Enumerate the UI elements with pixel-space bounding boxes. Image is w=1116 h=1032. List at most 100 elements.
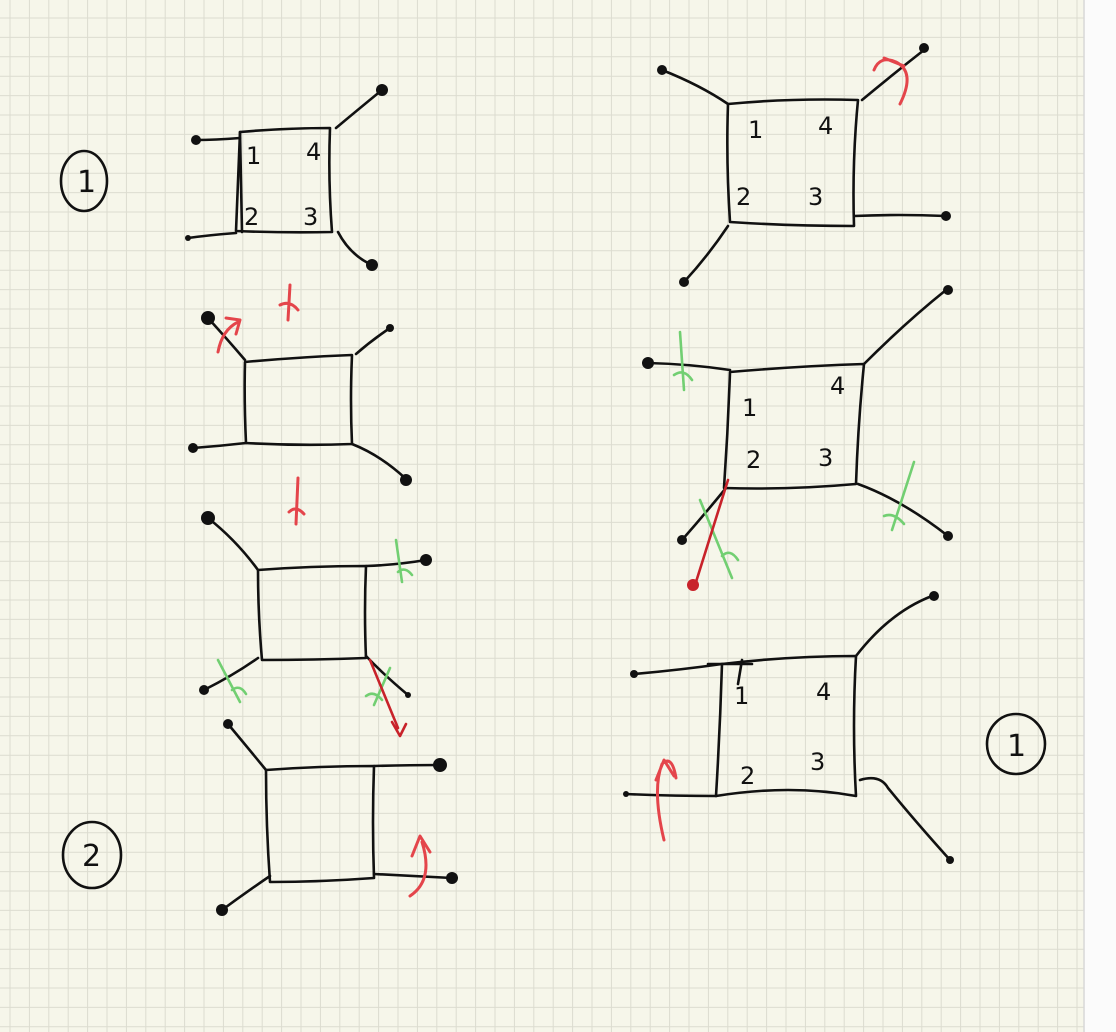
- page-edge-strip: [1084, 0, 1116, 1032]
- leg-top-right: [860, 48, 926, 102]
- corner-label-1: 1: [742, 394, 757, 422]
- corner-label-2: 2: [746, 446, 761, 474]
- leg-bottom-left: [624, 792, 718, 798]
- green-arrow: [394, 538, 414, 584]
- green-arrow: [882, 460, 916, 532]
- left-diagram-2: [188, 311, 412, 486]
- left-diagram-1: 1 4 2 3: [185, 84, 388, 271]
- leg-end-dot: [386, 324, 394, 332]
- marker-number: 1: [77, 165, 96, 200]
- corner-label-3: 3: [810, 748, 825, 776]
- marker-circle: [59, 149, 109, 213]
- green-arrow: [216, 658, 248, 704]
- right-diagram-3: 1 4 2 3: [623, 591, 954, 864]
- corner-label-1: 1: [748, 116, 763, 144]
- leg-end-dot: [446, 872, 458, 884]
- corner-label-3: 3: [303, 203, 318, 231]
- arrow-head-dot: [687, 579, 699, 591]
- corner-label-2: 2: [244, 203, 259, 231]
- leg-bottom-right: [350, 442, 407, 480]
- leg-end-dot: [188, 443, 198, 453]
- leg-end-dot: [679, 277, 689, 287]
- line-stub: [238, 130, 244, 234]
- leg-end-dot: [216, 904, 228, 916]
- red-rotation-arrow: [408, 834, 432, 898]
- corner-label-4: 4: [830, 372, 845, 400]
- right-diagram-1: 1 4 2 3: [657, 43, 951, 287]
- box-outline: [722, 362, 866, 490]
- leg-end-dot: [943, 531, 953, 541]
- corner-label-2: 2: [736, 183, 751, 211]
- box-outline: [234, 126, 334, 234]
- leg-end-dot: [642, 357, 654, 369]
- leg-end-dot: [199, 685, 209, 695]
- red-arrow-down: [287, 476, 306, 526]
- leg-end-dot: [677, 535, 687, 545]
- leg-bottom-right: [852, 213, 948, 218]
- green-arrow: [672, 330, 694, 392]
- left-diagram-4: [216, 719, 458, 916]
- circled-marker-left-top: 1: [59, 149, 109, 213]
- corner-label-4: 4: [818, 112, 833, 140]
- leg-bottom-left: [682, 224, 730, 284]
- circled-marker-left-bottom: 2: [61, 820, 123, 890]
- red-arrow-down: [278, 283, 300, 322]
- corner-label-2: 2: [740, 762, 755, 790]
- leg-bottom-right: [372, 872, 454, 880]
- leg-end-dot: [929, 591, 939, 601]
- leg-top-left: [632, 662, 724, 676]
- leg-end-dot: [919, 43, 929, 53]
- right-diagram-2: 1 4 2 3: [642, 285, 953, 591]
- leg-bottom-right: [856, 482, 950, 538]
- corner-label-1: 1: [246, 142, 261, 170]
- corner-label-1: 1: [734, 682, 749, 710]
- leg-bottom-left: [202, 656, 260, 692]
- leg-end-dot: [943, 285, 953, 295]
- dark-red-arrow: [368, 658, 408, 738]
- circled-marker-right-bottom: 1: [985, 712, 1047, 776]
- leg-end-dot: [433, 758, 447, 772]
- marker-circle: [985, 712, 1047, 776]
- leg-bottom-left: [680, 486, 728, 542]
- leg-bottom-right: [858, 776, 952, 862]
- corner-label-3: 3: [808, 183, 823, 211]
- box-outline: [264, 764, 376, 884]
- leg-end-dot: [657, 65, 667, 75]
- box-outline: [256, 564, 368, 662]
- marker-number: 1: [1007, 729, 1026, 764]
- corner-label-4: 4: [306, 138, 321, 166]
- grid-paper: [0, 0, 1084, 1032]
- leg-top-right: [854, 594, 934, 658]
- leg-top-left: [646, 361, 732, 372]
- corner-label-3: 3: [818, 444, 833, 472]
- grid-lines: [0, 0, 1084, 1032]
- leg-end-dot: [185, 235, 191, 241]
- red-rotation-arrow: [216, 316, 242, 354]
- leg-end-dot: [623, 791, 629, 797]
- leg-end-dot: [405, 692, 411, 698]
- leg-end-dot: [201, 511, 215, 525]
- leg-end-dot: [376, 84, 388, 96]
- leg-top-left: [226, 722, 268, 772]
- leg-top-left: [660, 68, 730, 106]
- left-diagram-3: [199, 511, 432, 738]
- leg-end-dot: [630, 670, 638, 678]
- green-arrow: [698, 498, 740, 580]
- leg-top-right: [372, 763, 442, 768]
- leg-end-dot: [366, 259, 378, 271]
- leg-end-dot: [400, 474, 412, 486]
- dark-red-arrow: [694, 478, 730, 584]
- marker-number: 2: [82, 839, 101, 874]
- leg-end-dot: [201, 311, 215, 325]
- leg-bottom-left: [186, 231, 238, 240]
- leg-end-dot: [420, 554, 432, 566]
- marker-circle: [61, 820, 123, 890]
- red-rotation-arrow: [654, 758, 678, 842]
- leg-end-dot: [941, 211, 951, 221]
- leg-end-dot: [223, 719, 233, 729]
- leg-end-dot: [191, 135, 201, 145]
- box-outline: [726, 98, 860, 228]
- leg-top-right: [862, 288, 948, 366]
